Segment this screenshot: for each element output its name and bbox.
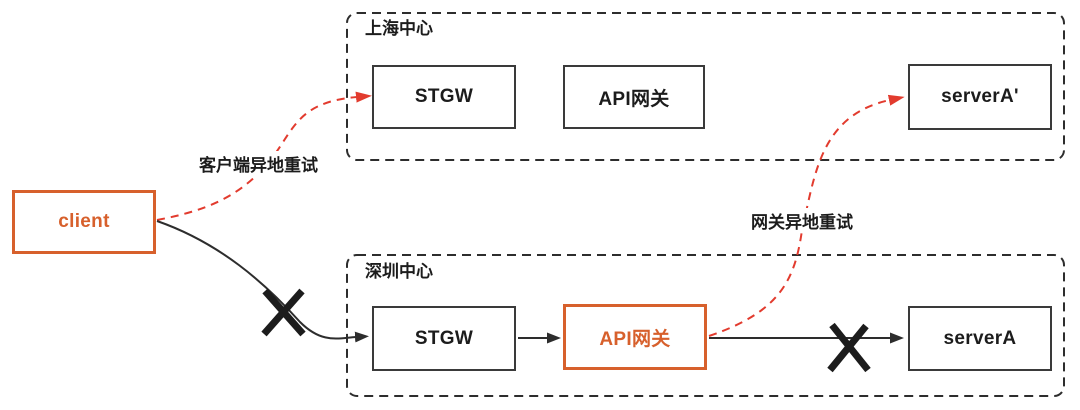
node-shenzhen-api-gateway: API网关 xyxy=(563,304,707,370)
node-shanghai-api-gateway: API网关 xyxy=(563,65,705,129)
failure-cross-servera-path-icon xyxy=(827,322,871,373)
shanghai-container-title: 上海中心 xyxy=(365,19,433,38)
shenzhen-container-border xyxy=(346,254,1065,397)
node-shenzhen-servera: serverA xyxy=(908,306,1052,371)
annotation-gateway-retry: 网关异地重试 xyxy=(749,208,855,233)
annotation-client-retry: 客户端异地重试 xyxy=(197,151,320,176)
node-shanghai-servera-prime: serverA' xyxy=(908,64,1052,130)
edge-client-to-shenzhen-stgw xyxy=(156,220,369,343)
node-shenzhen-stgw: STGW xyxy=(372,306,516,371)
failure-cross-client-path-icon xyxy=(261,288,306,337)
node-client: client xyxy=(12,190,156,254)
shanghai-container-border xyxy=(346,12,1065,161)
shenzhen-container-title: 深圳中心 xyxy=(365,262,433,281)
node-shanghai-stgw: STGW xyxy=(372,65,516,129)
edge-gateway-retry-to-shanghai-servera xyxy=(708,94,905,337)
